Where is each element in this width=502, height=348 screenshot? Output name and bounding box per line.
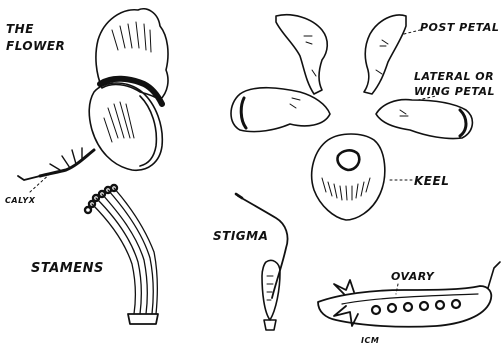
keel-hatching [322, 178, 370, 200]
stamen-filaments [92, 188, 157, 314]
calyx-label: CALYX [5, 196, 35, 205]
icm-label: ICM [361, 336, 379, 345]
flower-title-label: THE FLOWER [6, 21, 76, 55]
wing-petal-left-hatch [241, 98, 246, 128]
keel-petal [312, 134, 385, 220]
post-petal-right [364, 15, 406, 94]
post-petal-label: POST PETAL [420, 21, 499, 34]
stigma-tip [236, 194, 242, 198]
stigma-label: STIGMA [213, 229, 268, 243]
flower-title-line1: THE [6, 21, 76, 38]
keel-label: KEEL [414, 174, 449, 188]
wing-petal-left-detail [290, 98, 300, 108]
stigma-ovary [262, 260, 280, 320]
wing-petal-right-detail [400, 110, 408, 116]
wing-petal-line1: LATERAL OR [414, 69, 502, 84]
post-petal-leader [404, 30, 420, 34]
wing-petal-label: LATERAL OR WING PETAL [414, 69, 502, 99]
ovary-label: OVARY [391, 270, 434, 283]
stamen-base [128, 314, 158, 324]
keel-center [337, 150, 359, 170]
stamens-illustration [85, 185, 158, 324]
wing-petal-right [376, 100, 472, 139]
ovary-leader [396, 284, 398, 294]
ovary-ovules [372, 300, 460, 314]
flower-standard-band [100, 79, 162, 104]
stamen-anthers [85, 185, 117, 213]
wing-petal-line2: WING PETAL [414, 84, 502, 99]
flower-calyx-teeth [50, 148, 82, 170]
flower-title-line2: FLOWER [6, 38, 76, 55]
keel-illustration [312, 134, 412, 220]
flower-pedicel [18, 176, 40, 180]
stigma-base [264, 320, 276, 330]
post-petal-left [276, 15, 327, 94]
stamens-label: STAMENS [31, 261, 104, 276]
ovary-style [488, 262, 500, 288]
stigma-illustration [236, 194, 288, 330]
wing-petal-right-hatch [460, 110, 466, 136]
post-petal-left-detail [304, 36, 316, 76]
post-petals [276, 15, 420, 94]
